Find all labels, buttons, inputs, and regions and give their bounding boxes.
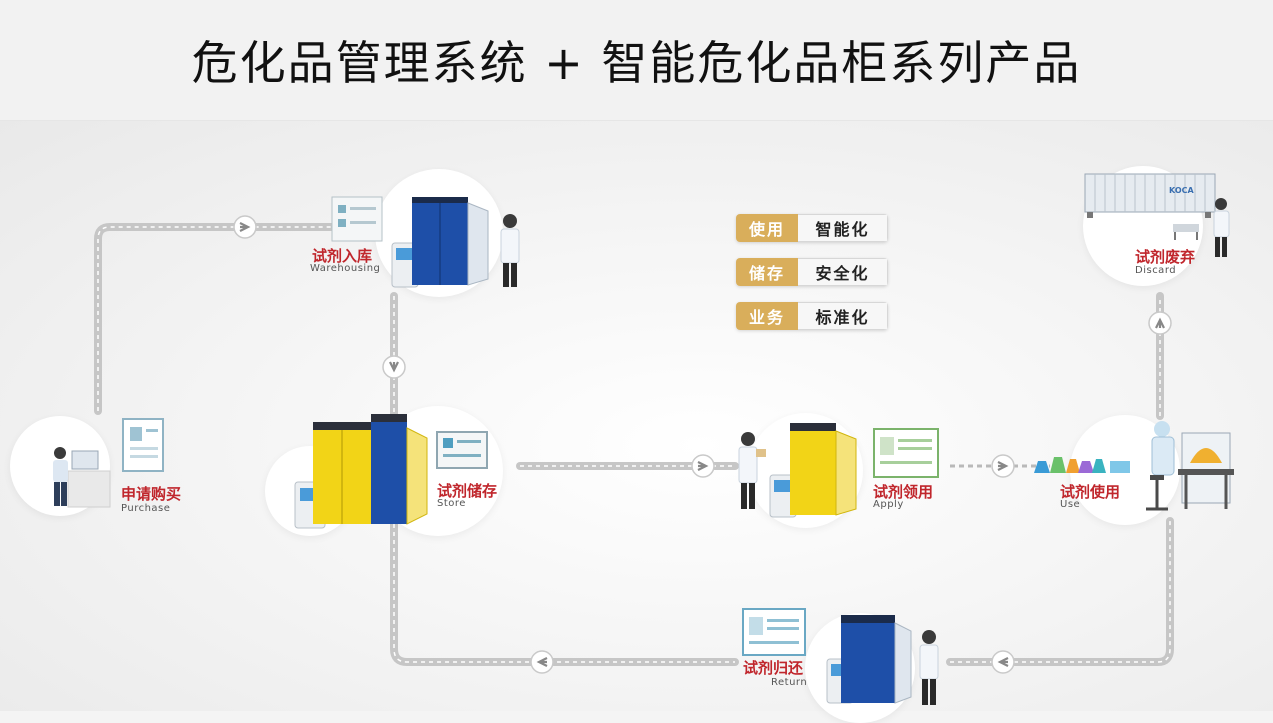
step-label-en: Discard xyxy=(1135,265,1177,276)
step-label-zh: 试剂废弃 xyxy=(1135,248,1196,266)
apply-scene-icon xyxy=(738,423,939,518)
step-label-zh: 试剂归还 xyxy=(743,659,804,677)
feature-value: 标准化 xyxy=(798,302,888,330)
warehousing-scene-icon xyxy=(331,196,520,288)
arrow-down-icon xyxy=(381,354,407,380)
office-worker-icon xyxy=(53,418,164,508)
arrow-right-icon xyxy=(232,214,258,240)
return-scene-icon xyxy=(742,608,939,705)
path-purchase-to-warehousing xyxy=(94,223,339,415)
step-label-en: Apply xyxy=(873,499,904,510)
container-logo: KOCA xyxy=(1169,186,1194,195)
flow-paths xyxy=(94,214,1174,675)
step-store: 试剂储存 Store xyxy=(265,406,525,541)
arrow-up-icon xyxy=(1147,310,1173,336)
step-return: 试剂归还 Return xyxy=(735,599,955,723)
step-label-zh: 试剂储存 xyxy=(437,482,498,500)
step-label-zh: 试剂领用 xyxy=(873,483,934,501)
waste-container-icon xyxy=(1084,173,1230,257)
arrow-right-icon xyxy=(690,453,716,479)
path-return-to-use xyxy=(946,517,1174,666)
process-diagram: 使用 智能化 储存 安全化 业务 标准化 申请购买 Purchase xyxy=(0,121,1273,723)
feature-safe: 储存 安全化 xyxy=(736,258,888,286)
step-label-en: Return xyxy=(771,677,808,688)
step-label-en: Use xyxy=(1060,499,1081,510)
storage-cabinets-icon xyxy=(294,414,488,529)
page-title: 危化品管理系统 + 智能危化品柜系列产品 xyxy=(191,36,1082,90)
step-label-en: Store xyxy=(437,498,466,509)
arrow-right-icon xyxy=(990,453,1016,479)
step-discard: 试剂废弃 Discard KOCA xyxy=(1075,166,1250,286)
step-label-zh: 申请购买 xyxy=(121,485,182,503)
feature-value: 安全化 xyxy=(798,258,888,286)
lab-scene-icon xyxy=(1034,421,1234,511)
feature-value: 智能化 xyxy=(798,214,888,242)
feature-standard: 业务 标准化 xyxy=(736,302,888,330)
step-label-zh: 试剂入库 xyxy=(312,247,373,265)
feature-tag: 储存 xyxy=(736,258,798,286)
arrow-left-icon xyxy=(529,649,555,675)
header-bar: 危化品管理系统 + 智能危化品柜系列产品 xyxy=(0,0,1273,121)
step-label-en: Warehousing xyxy=(310,263,381,274)
step-warehousing: 试剂入库 Warehousing xyxy=(300,169,540,304)
step-apply: 试剂领用 Apply xyxy=(728,413,958,528)
step-label-en: Purchase xyxy=(121,503,171,514)
step-purchase: 申请购买 Purchase xyxy=(10,411,190,521)
feature-tag: 业务 xyxy=(736,302,798,330)
step-label-zh: 试剂使用 xyxy=(1060,483,1121,501)
feature-smart: 使用 智能化 xyxy=(736,214,888,242)
arrow-left-icon xyxy=(990,649,1016,675)
feature-tag: 使用 xyxy=(736,214,798,242)
step-use: 试剂使用 Use xyxy=(1030,413,1250,533)
